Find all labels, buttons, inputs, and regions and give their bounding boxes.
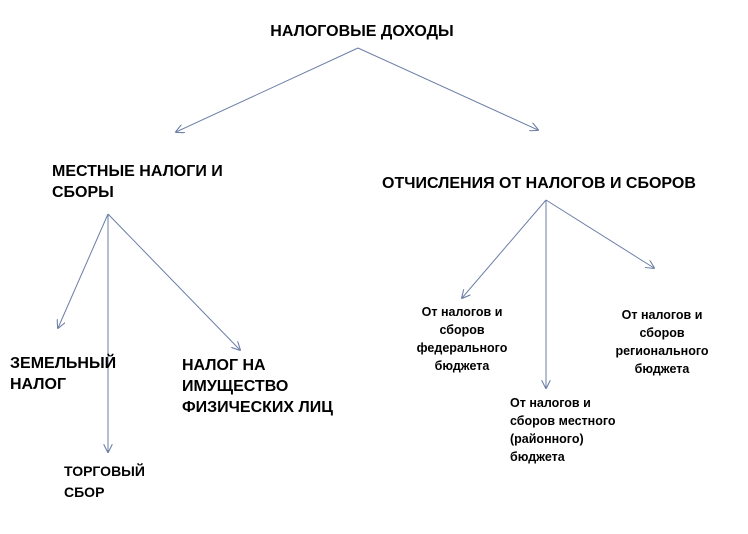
node-trade-fee: ТОРГОВЫЙ СБОР xyxy=(64,463,145,500)
arrow-root-to-deductions xyxy=(357,47,538,130)
node-property-tax: НАЛОГ НА ИМУЩЕСТВО ФИЗИЧЕСКИХ ЛИЦ xyxy=(182,357,333,416)
node-regional-budget: От налогов и сборов регионального бюджет… xyxy=(615,308,709,377)
arrow-deductions-to-federal xyxy=(462,199,547,298)
arrow-local-to-land xyxy=(58,213,109,328)
node-tax-revenues: НАЛОГОВЫЕ ДОХОДЫ xyxy=(270,23,454,40)
node-deductions-from-taxes: ОТЧИСЛЕНИЯ ОТ НАЛОГОВ И СБОРОВ xyxy=(382,175,696,192)
arrow-deductions-to-regional xyxy=(545,199,654,268)
node-federal-budget: От налогов и сборов федерального бюджета xyxy=(416,305,508,374)
arrow-root-to-local xyxy=(176,47,359,132)
node-land-tax: ЗЕМЕЛЬНЫЙ НАЛОГ xyxy=(10,355,117,393)
arrow-local-to-property xyxy=(107,213,240,350)
node-local-taxes-and-fees: МЕСТНЫЕ НАЛОГИ И СБОРЫ xyxy=(52,163,223,201)
node-municipal-budget: От налогов и сборов местного (районного)… xyxy=(510,396,616,465)
